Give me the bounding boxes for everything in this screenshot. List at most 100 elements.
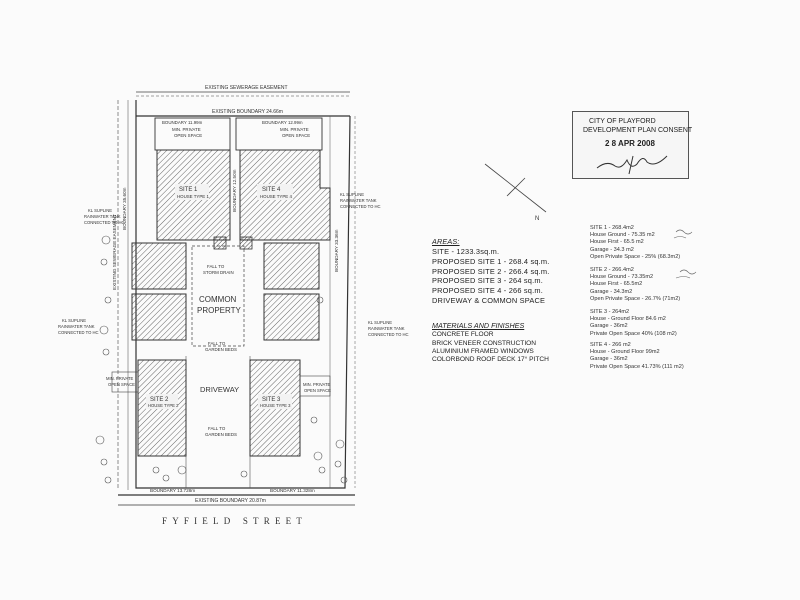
site-detail-line: SITE 2 - 266.4m2 (590, 267, 634, 273)
site-detail-line: Garage - 34.3 m2 (590, 246, 634, 253)
handwritten-marks (673, 229, 697, 279)
tank-note-right-1-l1: KL SUPLINE (340, 192, 364, 197)
tank-note-left-2-l1: KL SUPLINE (62, 318, 86, 323)
private-space-1-l2: OPEN SPACE (174, 133, 202, 138)
site2-label-bg (146, 394, 178, 409)
stamp-date: 2 8 APR 2008 (605, 139, 655, 148)
site3-subtitle: HOUSE TYPE 3 (260, 403, 291, 408)
tank-note-left-2-l2: RAINWATER TANK (58, 324, 95, 329)
tank-note-right-2-l3: CONNECTED TO HC (368, 332, 409, 337)
tank-note-right-1-l3: CONNECTED TO HC (340, 204, 381, 209)
site3-open-space (299, 375, 331, 397)
areas-line: PROPOSED SITE 2 - 266.4 sq.m. (432, 266, 550, 276)
fall-storm-l2: STORM DRAIN (203, 270, 234, 275)
tank-2 (239, 236, 253, 250)
tank-1 (213, 236, 227, 250)
boundary-top-right-label: BOUNDARY 12.99m (262, 120, 303, 125)
site-detail-line: Garage - 34.3m2 (590, 288, 633, 295)
areas-heading: AREAS: (432, 237, 460, 246)
site-detail-line: SITE 4 - 266 m2 (590, 342, 631, 348)
common-property-l2: PROPERTY (197, 306, 242, 315)
private-space-4-l2: OPEN SPACE (282, 133, 310, 138)
private-space-3-l1: MIN. PRIVATE (303, 382, 331, 387)
council-stamp: CITY OF PLAYFORD DEVELOPMENT PLAN CONSEN… (572, 111, 693, 179)
site-detail-line: House - Ground Floor 84.6 m2 (590, 316, 666, 323)
site-detail-2: SITE 2 - 266.4m2 House Ground - 73.35m2 … (590, 267, 681, 304)
site-detail-line: SITE 1 - 268.4m2 (590, 225, 634, 231)
site3-title: SITE 3 (262, 397, 281, 403)
site3-garage (263, 293, 320, 341)
common-property-l1: COMMON (199, 295, 237, 304)
tank-note-left-1-l1: KL SUPLINE (88, 208, 112, 213)
tank-note-right-1-l2: RAINWATER TANK (340, 198, 377, 203)
site-detail-line: House First - 65.5m2 (590, 281, 643, 288)
areas-line: PROPOSED SITE 4 - 266 sq.m. (432, 286, 543, 296)
boundary-bottom-left-label: BOUNDARY 13.728m (150, 488, 195, 493)
site-detail-line: Open Private Space - 25% (68.3m2) (590, 253, 681, 260)
site4-subtitle: HOUSE TYPE 4 (260, 194, 292, 199)
tank-note-right-2-l2: RAINWATER TANK (368, 326, 405, 331)
left-easement-label: EXISTING SEWERAGE EASEMENT (112, 214, 117, 290)
north-arrow-icon (484, 163, 547, 213)
site-detail-line: House Ground - 73.35m2 (590, 274, 654, 281)
common-property-area (191, 245, 245, 347)
site3-label-bg (258, 394, 292, 409)
site1-label-bg (175, 184, 209, 200)
materials-block: MATERIALS AND FINISHES CONCRETE FLOOR BR… (432, 322, 549, 366)
right-boundary-label: BOUNDARY 33.36m (334, 229, 339, 272)
left-boundary-label: BOUNDARY 35.60m (122, 187, 127, 230)
tank-note-left-1-l2: RAINWATER TANK (84, 214, 121, 219)
tank-note-right-2-l1: KL SUPLINE (368, 320, 392, 325)
materials-line: ALUMINIUM FRAMED WINDOWS (432, 347, 534, 355)
site2-open-space (111, 371, 139, 393)
tank-note-left-2-l3: CONNECTED TO HC (58, 330, 99, 335)
site4-label-bg (257, 184, 293, 200)
site4-title: SITE 4 (262, 187, 281, 193)
fall-garden-2-l1: FALL TO (208, 426, 226, 431)
street-name: FYFIELD STREET (162, 516, 308, 526)
north-label: N (535, 216, 539, 222)
stamp-line2: DEVELOPMENT PLAN CONSENT (583, 127, 693, 134)
site2-garage (131, 293, 187, 341)
materials-line: BRICK VENEER CONSTRUCTION (432, 339, 537, 347)
site2-subtitle: HOUSE TYPE 2 (148, 403, 179, 408)
site-detail-line: Garage - 36m2 (590, 356, 628, 363)
fall-storm-l1: FALL TO (207, 264, 225, 269)
fall-garden-2-l2: GARDEN BEDS (205, 432, 237, 437)
boundary-top-left-label: BOUNDARY 11.99m (162, 120, 203, 125)
areas-line: PROPOSED SITE 3 - 264 sq.m. (432, 276, 543, 286)
site-detail-line: House - Ground Floor 99m2 (590, 349, 660, 356)
areas-line: PROPOSED SITE 1 - 268.4 sq.m. (432, 256, 550, 266)
site-detail-line: House Ground - 75.35 m2 (590, 232, 655, 239)
private-space-1-l1: MIN. PRIVATE (172, 127, 201, 132)
signature-icon (596, 155, 668, 175)
site-detail-line: Private Open Space 40% (108 m2) (590, 330, 677, 337)
tank-note-left-1-l3: CONNECTED TO HC (84, 220, 125, 225)
stamp-line1: CITY OF PLAYFORD (589, 118, 656, 125)
areas-block: AREAS: SITE - 1233.3sq.m. PROPOSED SITE … (432, 238, 550, 306)
private-space-2-l1: MIN. PRIVATE (106, 376, 134, 381)
site-detail-3: SITE 3 - 264m2 House - Ground Floor 84.6… (590, 309, 677, 339)
site-detail-line: Garage - 36m2 (590, 323, 628, 330)
site-detail-1: SITE 1 - 268.4m2 House Ground - 75.35 m2… (590, 225, 681, 262)
site-detail-line: SITE 3 - 264m2 (590, 309, 630, 315)
materials-heading: MATERIALS AND FINISHES (432, 321, 525, 330)
landscaping-shrubs (95, 235, 348, 484)
bottom-boundary-label: EXISTING BOUNDARY 20.87m (195, 498, 266, 504)
private-space-2-l2: OPEN SPACE (108, 382, 135, 387)
site1-title: SITE 1 (179, 187, 198, 193)
site-detail-line: House First - 65.5 m2 (590, 239, 644, 246)
mid-boundary-label: BOUNDARY 12.50m (232, 169, 237, 212)
fall-garden-1-l2: GARDEN BEDS (205, 347, 237, 352)
areas-line: SITE - 1233.3sq.m. (432, 247, 500, 257)
private-space-4-l1: MIN. PRIVATE (280, 127, 309, 132)
site1-subtitle: HOUSE TYPE 1 (177, 194, 209, 199)
site-detail-line: Open Private Space - 26.7% (71m2) (590, 295, 681, 302)
site-detail-4: SITE 4 - 266 m2 House - Ground Floor 99m… (590, 342, 684, 372)
site-detail-line: Private Open Space 41.73% (111 m2) (590, 363, 684, 370)
materials-line: COLORBOND ROOF DECK 17° PITCH (432, 356, 549, 364)
site4-garage (263, 242, 320, 290)
top-boundary-label: EXISTING BOUNDARY 24.66m (212, 109, 283, 115)
boundary-bottom-right-label: BOUNDARY 11.328m (270, 488, 315, 493)
